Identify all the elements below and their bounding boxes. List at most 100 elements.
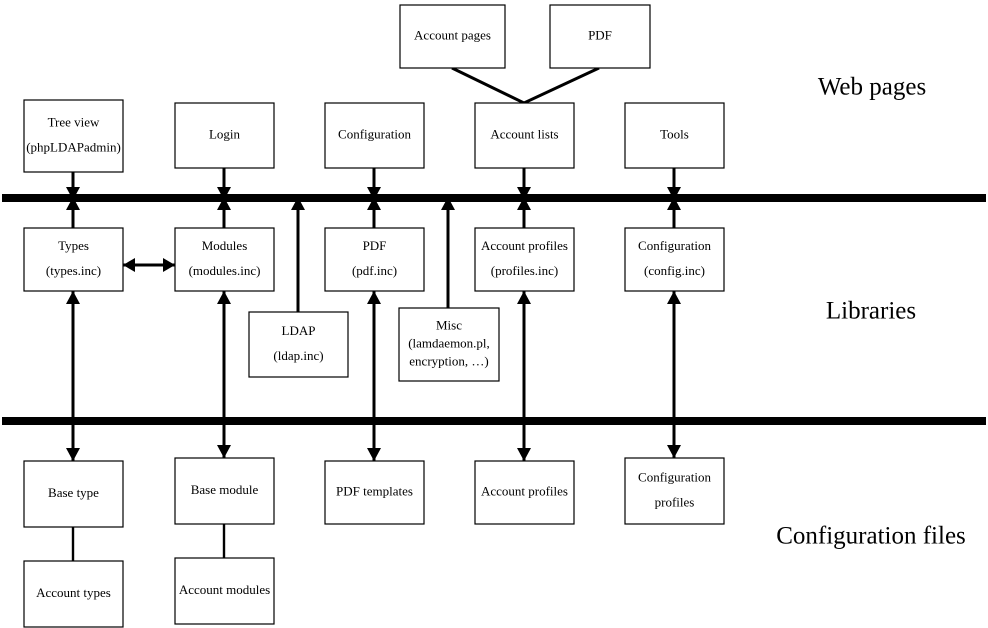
box-outline-pdf-lib	[324, 227, 425, 292]
box-outline-config-lib	[624, 227, 725, 292]
box-label-profiles-lib: Account profiles	[481, 238, 568, 253]
arrowhead-up-profiles-from-bar-up	[517, 291, 531, 304]
box-account-modules[interactable]: Account modules	[174, 557, 275, 625]
box-outline-types-lib	[23, 227, 124, 292]
box-outline-configuration-page	[324, 102, 425, 169]
box-types-lib[interactable]: Types (types.inc)	[23, 227, 124, 292]
connector-config-from-bar-up	[667, 291, 681, 421]
box-label-misc-lib: encryption, …)	[409, 353, 488, 368]
arrowhead-up-pdf-lib-up	[367, 197, 381, 210]
connector-types-up	[66, 197, 80, 228]
box-label-account-profiles-file: Account profiles	[481, 483, 568, 498]
box-tree-view[interactable]: Tree view(phpLDAPadmin)	[23, 99, 124, 173]
connector-pdf-from-bar-up	[367, 291, 381, 421]
arrowhead-up-types-up	[66, 197, 80, 210]
arrowhead-down-bar-to-pdf-templates	[367, 448, 381, 461]
box-account-pages[interactable]: Account pages	[399, 4, 506, 69]
box-label-misc-lib: Misc	[436, 317, 462, 332]
box-label-config-lib: Configuration	[638, 238, 711, 253]
arrowhead-down-bar-to-config-profiles	[667, 445, 681, 458]
box-label-types-lib: (types.inc)	[46, 263, 101, 278]
box-modules-lib[interactable]: Modules (modules.inc)	[174, 227, 275, 292]
zone-label-1: Libraries	[826, 298, 916, 325]
arrowhead-up-modules-up	[217, 197, 231, 210]
box-outline-modules-lib	[174, 227, 275, 292]
arrowhead-up-pdf-from-bar-up	[367, 291, 381, 304]
box-outline-account-pages	[399, 4, 506, 69]
box-configuration-page[interactable]: Configuration	[324, 102, 425, 169]
arrowhead-up-misc-up	[441, 197, 455, 210]
box-outline-pdf-templates	[324, 460, 425, 525]
box-profiles-lib[interactable]: Account profiles (profiles.inc)	[474, 227, 575, 292]
box-login[interactable]: Login	[174, 102, 275, 169]
box-label-configuration-profiles-file: profiles	[655, 494, 695, 509]
arrowhead-right-types-modules-bidirectional	[163, 258, 175, 272]
box-base-type[interactable]: Base type	[23, 460, 124, 528]
box-config-lib[interactable]: Configuration(config.inc)	[624, 227, 725, 292]
box-outline-misc-lib	[398, 307, 500, 382]
connector-modules-from-bar-up	[217, 291, 231, 421]
box-label-pdf-lib: (pdf.inc)	[352, 263, 397, 278]
box-misc-lib[interactable]: Misc (lamdaemon.pl, encryption, …)	[398, 307, 500, 382]
box-label-misc-lib: (lamdaemon.pl,	[408, 335, 490, 350]
connector-profiles-lib-up	[517, 197, 531, 228]
arrowhead-up-ldap-up	[291, 197, 305, 210]
box-outline-configuration-profiles-file	[624, 457, 725, 525]
zone-label-0: Web pages	[818, 74, 926, 101]
box-label-pdf-templates: PDF templates	[336, 483, 413, 498]
box-pdf-lib[interactable]: PDF (pdf.inc)	[324, 227, 425, 292]
connector-bar-to-config-profiles	[667, 421, 681, 458]
arrowhead-up-config-from-bar-up	[667, 291, 681, 304]
connector-layer	[66, 66, 681, 561]
connector-bar-to-base-module	[217, 421, 231, 458]
box-label-login: Login	[209, 126, 241, 141]
box-outline-base-module	[174, 457, 275, 525]
box-label-profiles-lib: (profiles.inc)	[491, 263, 559, 278]
connector-bar-to-base-type	[66, 421, 80, 461]
box-account-profiles-file[interactable]: Account profiles	[474, 460, 575, 525]
arrowhead-up-modules-from-bar-up	[217, 291, 231, 304]
box-label-pdf-source: PDF	[588, 27, 612, 42]
box-account-types[interactable]: Account types	[23, 560, 124, 628]
arrowhead-up-config-lib-up	[667, 197, 681, 210]
box-outline-account-types	[23, 560, 124, 628]
connector-misc-up	[441, 197, 455, 308]
zone-label-2: Configuration files	[776, 523, 966, 550]
connector-config-lib-up	[667, 197, 681, 228]
arrowhead-down-tools-down	[667, 187, 681, 200]
box-pdf-templates[interactable]: PDF templates	[324, 460, 425, 525]
box-ldap-lib[interactable]: LDAP(ldap.inc)	[248, 311, 349, 378]
box-outline-account-modules	[174, 557, 275, 625]
connector-types-from-bar-up	[66, 291, 80, 421]
box-outline-profiles-lib	[474, 227, 575, 292]
arrowhead-up-types-from-bar-up	[66, 291, 80, 304]
box-label-ldap-lib: LDAP	[282, 323, 316, 338]
box-label-account-lists: Account lists	[490, 126, 558, 141]
box-outline-account-profiles-file	[474, 460, 575, 525]
arrowhead-down-tree-view-down	[66, 187, 80, 200]
box-account-lists[interactable]: Account lists	[474, 102, 575, 169]
connector-bar-to-account-profiles	[517, 421, 531, 461]
box-label-types-lib: Types	[58, 238, 89, 253]
arrowhead-left-types-modules-bidirectional	[123, 258, 135, 272]
box-tools[interactable]: Tools	[624, 102, 725, 169]
box-label-modules-lib: (modules.inc)	[189, 263, 261, 278]
box-outline-tools	[624, 102, 725, 169]
box-label-pdf-lib: PDF	[363, 238, 387, 253]
separator-layer	[2, 194, 986, 425]
box-outline-tree-view	[23, 99, 124, 173]
box-label-account-pages: Account pages	[414, 27, 491, 42]
connector-ldap-up	[291, 197, 305, 312]
arrowhead-up-profiles-lib-up	[517, 197, 531, 210]
arrowhead-down-login-down	[217, 187, 231, 200]
arrowhead-down-configuration-page-down	[367, 187, 381, 200]
box-label-configuration-page: Configuration	[338, 126, 411, 141]
box-pdf-source[interactable]: PDF	[549, 4, 651, 69]
box-label-modules-lib: Modules	[202, 238, 248, 253]
box-outline-ldap-lib	[248, 311, 349, 378]
box-base-module[interactable]: Base module	[174, 457, 275, 525]
